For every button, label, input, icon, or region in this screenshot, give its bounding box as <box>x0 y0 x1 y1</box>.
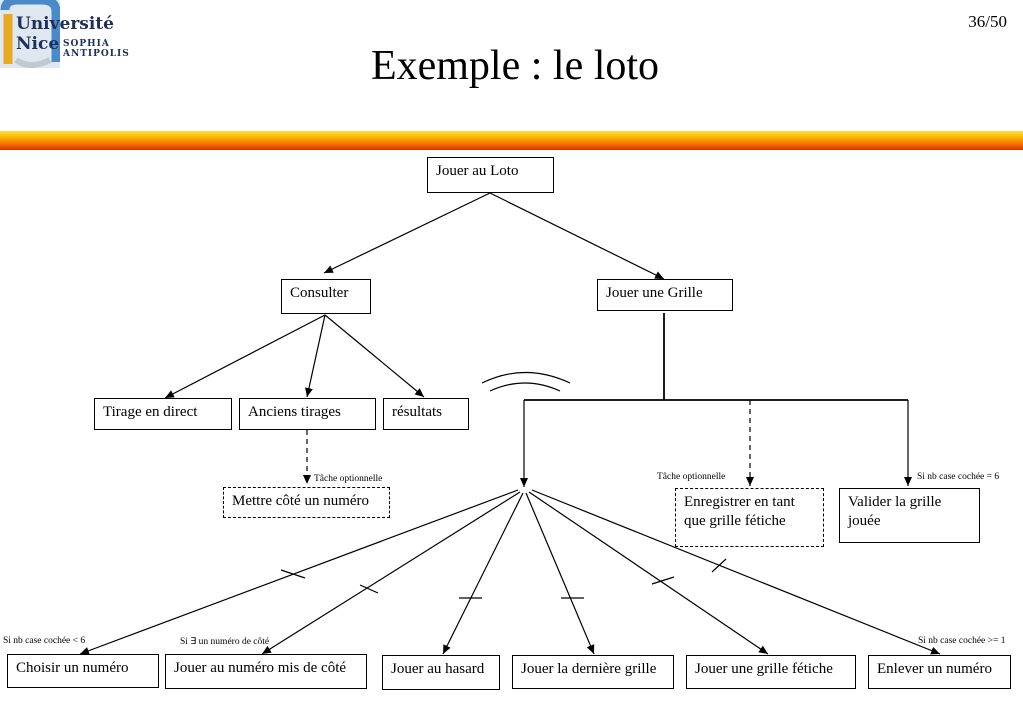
tick-6 <box>711 558 727 573</box>
edge-consulter-resultats <box>324 314 425 398</box>
note-mis-cote-condition: Si ∃ un numéro de côté <box>180 637 270 647</box>
node-jouer-hasard: Jouer au hasard <box>382 655 500 690</box>
edge-consulter-anciens <box>305 314 326 398</box>
edge-root-consulter <box>323 192 491 274</box>
node-anciens-tirages: Anciens tirages <box>239 398 376 430</box>
tick-5 <box>651 576 675 585</box>
node-jouer-grille: Jouer une Grille <box>597 279 733 311</box>
note-choisir-condition: Si nb case cochée < 6 <box>3 636 86 646</box>
page-title: Exemple : le loto <box>370 43 660 89</box>
edge-fan-derniere <box>525 492 595 655</box>
edge-fan-choisir <box>79 489 519 655</box>
node-consulter: Consulter <box>281 279 371 314</box>
university-logo: Université Nice SOPHIA ANTIPOLIS <box>0 0 175 70</box>
node-mettre-cote: Mettre côté un numéro <box>223 487 390 518</box>
node-jouer-derniere: Jouer la dernière grille <box>512 655 674 689</box>
edge-fan-fetiche <box>528 491 769 655</box>
header-divider-bar <box>0 131 1023 150</box>
edge-fan-enlever <box>531 489 941 655</box>
note-valider-condition: Si nb case cochée = 6 <box>917 472 1000 482</box>
node-jouer-loto: Jouer au Loto <box>427 157 554 193</box>
edge-fan-hasard <box>442 492 524 655</box>
node-jouer-fetiche: Jouer une grille fétiche <box>686 655 856 689</box>
alternative-arc-1 <box>481 371 571 384</box>
logo-line2: Nice <box>16 34 60 54</box>
tick-2 <box>359 584 379 594</box>
edge-consulter-tirage <box>164 314 326 399</box>
node-enregistrer-fetiche: Enregistrer en tant que grille fétiche <box>675 488 824 547</box>
logo-line1: Université <box>16 14 114 34</box>
edge-fan-mis-cote <box>261 491 521 655</box>
node-resultats: résultats <box>383 398 469 430</box>
logo-emblem-icon <box>0 0 61 68</box>
logo-line3: SOPHIA ANTIPOLIS <box>63 39 130 59</box>
page-number: 36/50 <box>968 12 1007 31</box>
note-optional-enregistrer: Tâche optionnelle <box>657 472 726 482</box>
note-enlever-condition: Si nb case cochée >= 1 <box>918 636 1006 646</box>
node-enlever-numero: Enlever un numéro <box>868 655 1011 689</box>
note-optional-mettre: Tâche optionnelle <box>314 474 383 484</box>
alternative-arc-2 <box>489 382 561 392</box>
node-jouer-mis-cote: Jouer au numéro mis de côté <box>165 654 367 689</box>
tick-1 <box>280 569 306 579</box>
node-tirage-direct: Tirage en direct <box>94 398 232 430</box>
node-valider-grille: Valider la grille jouée <box>839 488 980 543</box>
edge-root-grille <box>489 192 665 280</box>
node-choisir-numero: Choisir un numéro <box>7 654 159 688</box>
